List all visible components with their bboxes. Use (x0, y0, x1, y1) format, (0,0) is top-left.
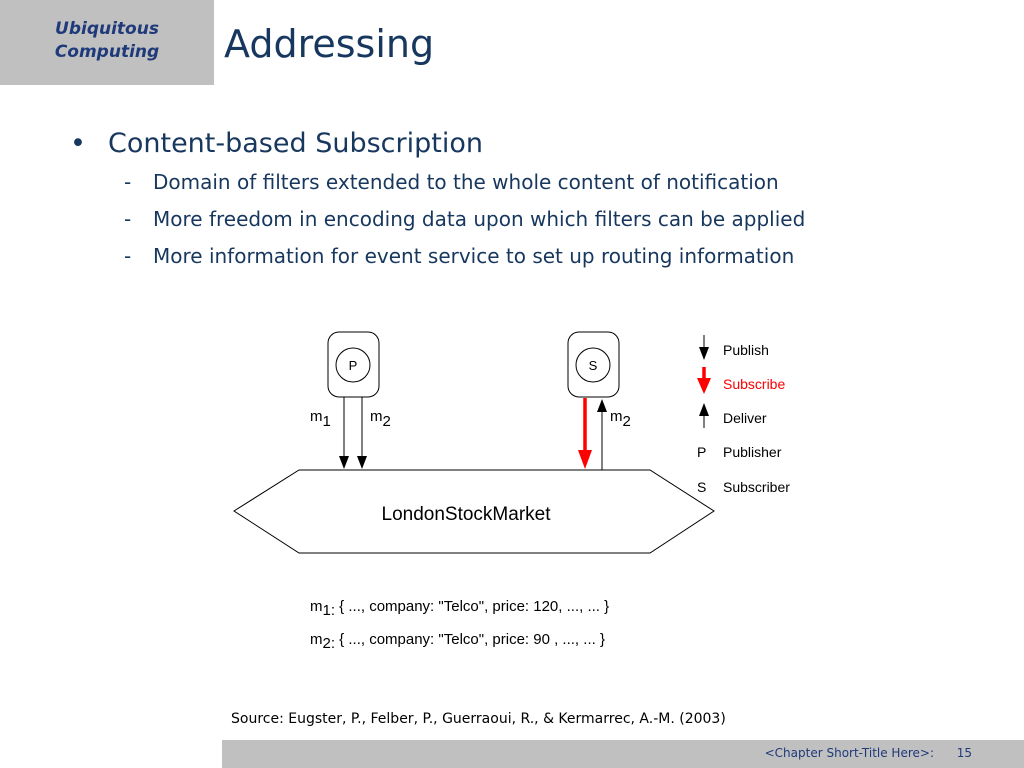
broker-hexagon (233, 469, 715, 554)
legend-p-symbol: P (697, 444, 706, 460)
sub-bullet-text: More information for event service to se… (153, 244, 795, 268)
legend-deliver-arrow-icon (699, 403, 709, 416)
sub-bullet-text: More freedom in encoding data upon which… (153, 207, 806, 231)
legend-deliver-label: Deliver (723, 410, 767, 426)
legend-subscribe-arrow-icon (697, 378, 711, 394)
slide-title: Addressing (224, 22, 435, 66)
m2-deliver-label: m2 (610, 408, 631, 430)
subscriber-circle (575, 347, 611, 383)
message-m1: m1: { ..., company: "Telco", price: 120,… (310, 598, 609, 619)
legend-s-symbol: S (697, 479, 706, 495)
footer-page-number: 15 (956, 746, 972, 760)
m2-label: m2 (370, 408, 391, 430)
course-name: Ubiquitous Computing (0, 18, 214, 64)
course-line-2: Computing (54, 42, 160, 62)
dash-icon: - (124, 244, 132, 268)
legend-subscribe-label: Subscribe (723, 376, 785, 392)
dash-icon: - (124, 207, 132, 231)
course-line-1: Ubiquitous (55, 19, 159, 39)
publish-arrowhead-m1 (339, 456, 349, 469)
broker-label: LondonStockMarket (382, 504, 552, 525)
legend-subscriber-label: Subscriber (723, 479, 790, 495)
legend-publish-arrow-icon (699, 347, 709, 360)
sub-bullet-1: - Domain of filters extended to the whol… (70, 164, 805, 201)
publisher-symbol: P (349, 358, 358, 373)
message-m2: m2: { ..., company: "Telco", price: 90 ,… (310, 631, 605, 652)
subscriber-symbol: S (589, 358, 598, 373)
bullet-list: • Content-based Subscription - Domain of… (70, 124, 805, 275)
sub-bullet-text: Domain of filters extended to the whole … (153, 170, 779, 194)
footer-bar: <Chapter Short-Title Here>: 15 (222, 740, 1024, 768)
legend-publish-label: Publish (723, 342, 769, 358)
bullet-main: • Content-based Subscription (70, 124, 805, 164)
m1-label: m1 (310, 408, 331, 430)
sub-bullet-3: - More information for event service to … (70, 238, 805, 275)
course-box: Ubiquitous Computing (0, 0, 214, 85)
footer-chapter-title: <Chapter Short-Title Here>: (764, 746, 934, 760)
sub-bullet-2: - More freedom in encoding data upon whi… (70, 201, 805, 238)
bullet-dot-icon: • (70, 128, 86, 159)
legend-publisher-label: Publisher (723, 444, 782, 460)
subscribe-arrowhead (578, 450, 592, 469)
source-citation: Source: Eugster, P., Felber, P., Guerrao… (231, 711, 726, 727)
publisher-circle (335, 347, 371, 383)
deliver-arrowhead (597, 399, 607, 412)
dash-icon: - (124, 170, 132, 194)
bullet-main-text: Content-based Subscription (108, 128, 483, 159)
publish-arrowhead-m2 (357, 456, 367, 469)
